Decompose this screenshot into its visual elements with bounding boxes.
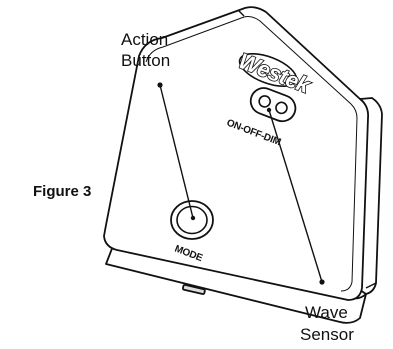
callout-action-line1: Action — [121, 30, 168, 49]
wave-sensor — [249, 87, 297, 123]
device-front-face — [103, 6, 369, 301]
sensor-lens-right-icon — [275, 101, 288, 115]
sensor-lens-left-icon — [258, 95, 271, 108]
logo-oval-icon — [238, 52, 298, 88]
usb-port-icon — [182, 283, 206, 295]
mode-button[interactable] — [170, 200, 214, 240]
callout-action-line2: Button — [121, 51, 170, 70]
callout-action-end — [190, 215, 196, 221]
callout-wave-line2: Sensor — [300, 325, 354, 344]
callout-wave-line1: Wave — [305, 303, 348, 322]
device-body — [103, 6, 383, 324]
device-bevel — [145, 16, 358, 292]
callout-wave-leader — [268, 109, 323, 283]
mode-button-cap[interactable] — [176, 205, 208, 235]
callout-action-leader — [159, 84, 194, 219]
figure-label: Figure 3 — [33, 183, 91, 200]
callout-wave-dot — [319, 279, 325, 285]
